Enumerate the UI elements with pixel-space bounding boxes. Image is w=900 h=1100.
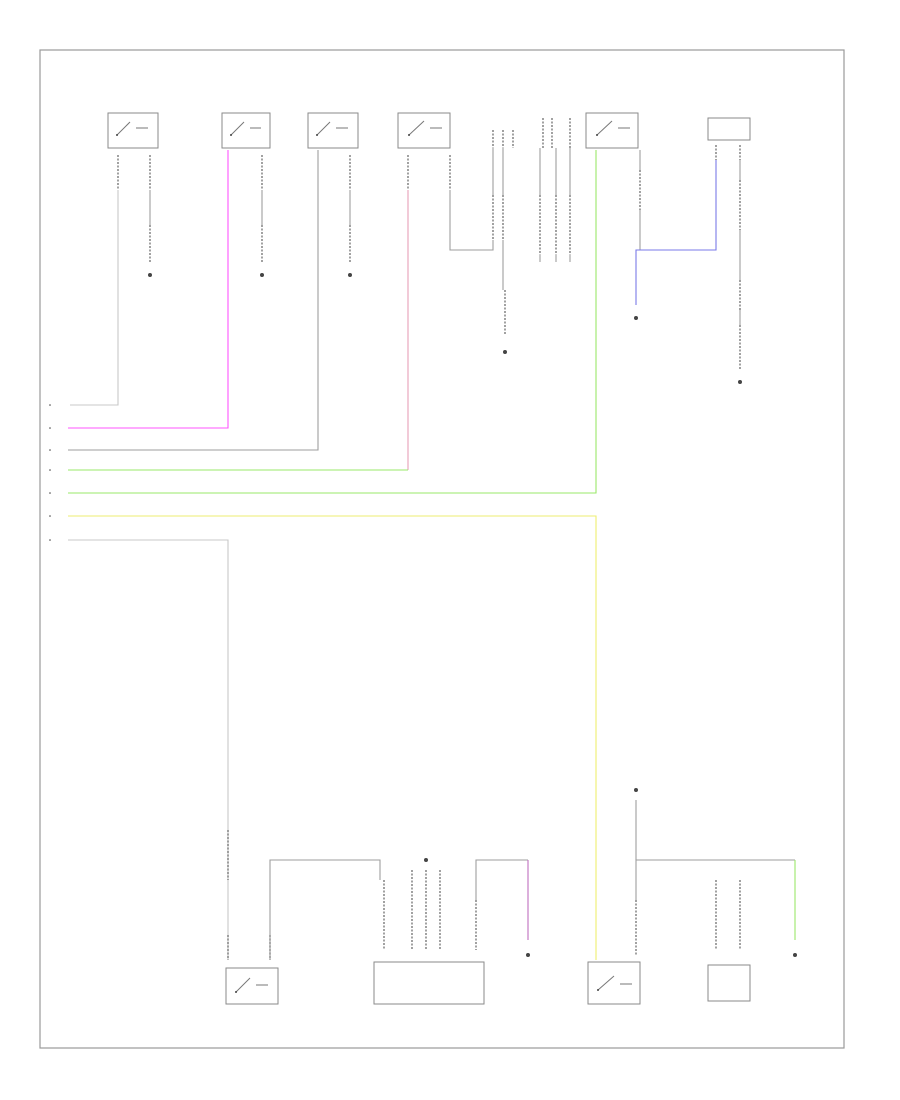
bus-pin-markers (49, 404, 51, 541)
splice-icon (634, 788, 638, 792)
ground-icon (526, 953, 530, 957)
ground-icon (793, 953, 797, 957)
wire-black (68, 150, 319, 451)
wire-white (68, 539, 229, 960)
wire-yellow (68, 515, 597, 960)
module-component-b2 (373, 858, 485, 1005)
ground-icon (148, 273, 152, 277)
switch-icon (596, 120, 630, 136)
splice-icon (424, 858, 428, 862)
switch-component-1 (107, 112, 159, 277)
switch-icon (316, 121, 348, 136)
connector-component-7 (707, 117, 751, 384)
wire-blue (635, 160, 717, 305)
ground-icon (260, 273, 264, 277)
switch-icon (235, 977, 268, 993)
switch-component-2 (221, 112, 271, 277)
ground-icon (348, 273, 352, 277)
switch-component-3 (307, 112, 359, 277)
ground-icon (738, 380, 742, 384)
wire-gray (70, 190, 119, 406)
switch-icon (230, 121, 261, 136)
switch-icon (408, 120, 442, 136)
ground-icon (503, 350, 507, 354)
diagram-frame (39, 49, 845, 1049)
switch-icon (597, 975, 632, 991)
splice-icon (634, 316, 638, 320)
wire-green-2 (68, 150, 597, 494)
wire-pink (68, 150, 229, 429)
connector-component-b4 (707, 880, 751, 1002)
switch-icon (116, 121, 148, 136)
switch-component-6 (585, 112, 641, 210)
switch-component-b3 (587, 900, 641, 1005)
connector-component-5 (492, 118, 571, 354)
switch-component-4 (397, 112, 451, 190)
